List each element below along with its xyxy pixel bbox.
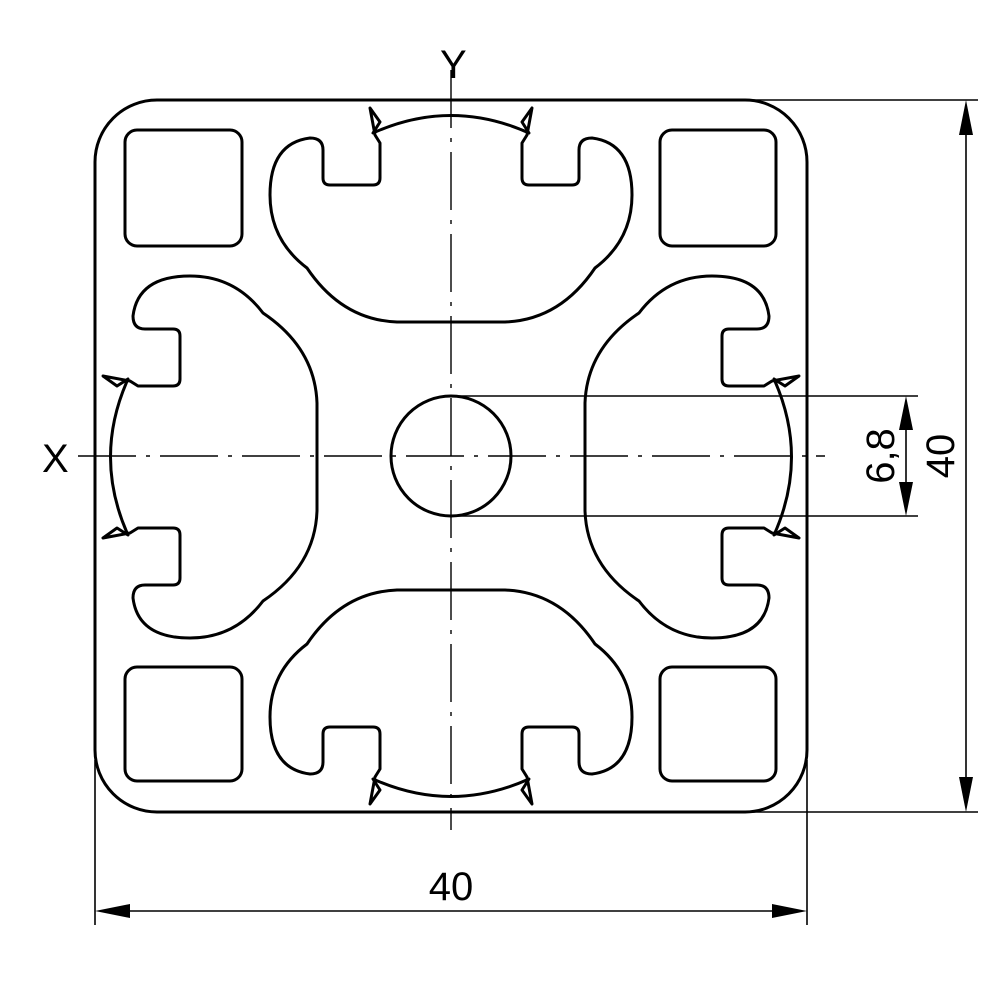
bore-arrow-top xyxy=(899,396,913,430)
width-arrow-right xyxy=(772,904,807,918)
corner-cavity-top-left xyxy=(123,128,244,248)
width-dimension-value: 40 xyxy=(429,865,474,909)
corner-cavity-bottom-right xyxy=(658,665,778,783)
t-slot-bottom xyxy=(268,588,634,806)
t-slot-right xyxy=(583,274,801,640)
height-arrow-bottom xyxy=(959,777,973,812)
bore-diameter-value: 6,8 xyxy=(859,428,903,484)
height-arrow-top xyxy=(959,100,973,135)
corner-cavity-bottom-left xyxy=(123,665,244,783)
corner-cavity-top-right xyxy=(658,128,778,248)
bore-arrow-bottom xyxy=(899,482,913,516)
x-axis-label: X xyxy=(42,437,69,481)
t-slot-top xyxy=(268,106,634,324)
y-axis-label: Y xyxy=(440,43,467,87)
t-slot-left xyxy=(101,274,319,640)
height-dimension-value: 40 xyxy=(919,434,963,479)
width-arrow-left xyxy=(95,904,130,918)
